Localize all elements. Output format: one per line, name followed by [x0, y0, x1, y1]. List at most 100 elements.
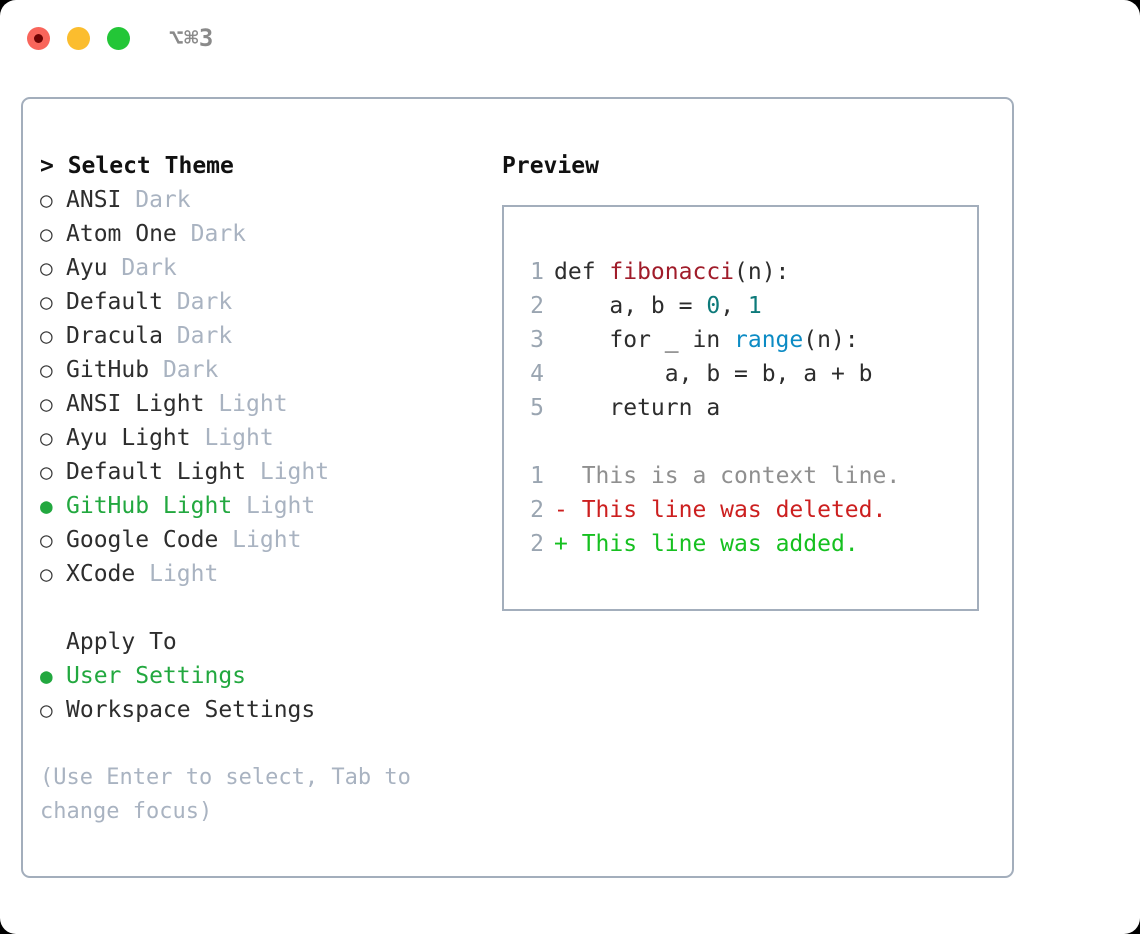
- theme-option-tag: Light: [135, 561, 219, 587]
- radio-unselected-icon: ○: [40, 358, 53, 382]
- radio-unselected-icon: ○: [40, 698, 53, 722]
- radio-unselected-icon: ○: [40, 188, 53, 212]
- title-bar: ⌥⌘3: [0, 0, 1140, 78]
- radio-unselected-icon: ○: [40, 222, 53, 246]
- code-token-num: 1: [747, 293, 762, 319]
- diff-marker: -: [554, 497, 568, 523]
- diff-line-number: 1: [530, 463, 544, 489]
- theme-option-label: ANSI Light: [66, 391, 205, 417]
- theme-option-tag: Dark: [149, 357, 219, 383]
- theme-option-label: Dracula: [66, 323, 163, 349]
- theme-option-ayu-light[interactable]: ○ Ayu Light Light: [40, 421, 480, 455]
- diff-sample: 1 This is a context line.2- This line wa…: [504, 459, 977, 561]
- theme-option-ansi-light[interactable]: ○ ANSI Light Light: [40, 387, 480, 421]
- radio-unselected-icon: ○: [40, 562, 53, 586]
- minimize-window-button[interactable]: [67, 27, 90, 50]
- diff-line-number: 2: [530, 531, 544, 557]
- radio-unselected-icon: ○: [40, 392, 53, 416]
- theme-option-label: GitHub: [66, 357, 150, 383]
- diff-line-number: 2: [530, 497, 544, 523]
- theme-option-default[interactable]: ○Default Dark: [40, 285, 480, 319]
- apply-to-group: Apply To ● User Settings ○ Workspace Settin…: [40, 625, 480, 727]
- theme-option-list: ○ANSI Dark○Atom One Dark○Ayu Dark○Defaul…: [40, 183, 480, 591]
- code-line-number: 2: [530, 293, 544, 319]
- theme-option-default-light[interactable]: ○ Default Light Light: [40, 455, 480, 489]
- code-diff-spacer: [504, 425, 977, 459]
- theme-option-ayu[interactable]: ○ Ayu Dark: [40, 251, 480, 285]
- apply-to-option-label: User Settings: [66, 663, 247, 689]
- code-token-plain: ,: [720, 293, 748, 319]
- code-token-num: 0: [706, 293, 721, 319]
- theme-option-github-light[interactable]: ● GitHub Light Light: [40, 489, 480, 523]
- radio-selected-icon: ●: [40, 664, 53, 688]
- code-line-number: 1: [530, 259, 544, 285]
- theme-option-tag: Light: [204, 391, 288, 417]
- code-token-plain: a, b = b, a + b: [554, 361, 873, 387]
- diff-line-context: 1 This is a context line.: [504, 459, 977, 493]
- theme-option-label: Default Light: [66, 459, 247, 485]
- theme-option-label: Google Code: [66, 527, 219, 553]
- code-line: 2 a, b = 0, 1: [504, 289, 977, 323]
- theme-option-tag: Dark: [176, 221, 247, 247]
- radio-unselected-icon: ○: [40, 256, 53, 280]
- theme-option-dracula[interactable]: ○ Dracula Dark: [40, 319, 480, 353]
- zoom-window-button[interactable]: [107, 27, 130, 50]
- theme-option-ansi[interactable]: ○ ANSI Dark: [40, 183, 480, 217]
- radio-unselected-icon: ○: [40, 528, 53, 552]
- keyboard-shortcut-label: ⌥⌘3: [169, 24, 214, 52]
- code-token-plain: return a: [554, 395, 721, 421]
- radio-unselected-icon: ○: [40, 426, 53, 450]
- code-line: 4 a, b = b, a + b: [504, 357, 977, 391]
- select-theme-heading: > Select Theme: [40, 153, 234, 179]
- code-line-number: 3: [530, 327, 544, 353]
- code-token-builtin: range: [734, 327, 804, 353]
- code-line: 5 return a: [504, 391, 977, 425]
- theme-option-label: Atom One: [66, 221, 177, 247]
- diff-marker: +: [554, 531, 568, 557]
- preview-heading: Preview: [502, 153, 599, 179]
- theme-option-tag: Dark: [162, 323, 233, 349]
- theme-option-github[interactable]: ○ GitHub Dark: [40, 353, 480, 387]
- apply-to-option-user-settings[interactable]: ● User Settings: [40, 659, 480, 693]
- theme-selector-column: > Select Theme ○ANSI Dark○Atom One Dark○…: [40, 149, 480, 829]
- theme-option-xcode[interactable]: ○XCode Light: [40, 557, 480, 591]
- theme-option-tag: Light: [232, 493, 316, 519]
- code-token-plain: a, b =: [554, 293, 707, 319]
- apply-to-option-list: ● User Settings ○ Workspace Settings: [40, 659, 480, 727]
- diff-line-added: 2+ This line was added.: [504, 527, 977, 561]
- apply-to-option-label: Workspace Settings: [66, 697, 316, 723]
- theme-option-label: Ayu: [66, 255, 108, 281]
- close-window-button[interactable]: [27, 27, 50, 50]
- radio-unselected-icon: ○: [40, 460, 53, 484]
- theme-option-tag: Dark: [107, 255, 177, 281]
- code-line: 3 for _ in range(n):: [504, 323, 977, 357]
- theme-option-label: GitHub Light: [66, 493, 233, 519]
- theme-option-atom-one[interactable]: ○ Atom One Dark: [40, 217, 480, 251]
- code-token-plain: def: [554, 259, 610, 285]
- theme-option-tag: Light: [246, 459, 330, 485]
- theme-option-tag: Light: [218, 527, 302, 553]
- code-token-fn: fibonacci: [609, 259, 735, 285]
- theme-option-label: Default: [66, 289, 163, 315]
- code-token-plain: (n):: [734, 259, 790, 285]
- theme-option-label: ANSI: [66, 187, 122, 213]
- apply-to-option-workspace-settings[interactable]: ○ Workspace Settings: [40, 693, 480, 727]
- theme-option-label: Ayu Light: [66, 425, 191, 451]
- keyboard-hint-text: (Use Enter to select, Tab to change focu…: [40, 765, 425, 824]
- theme-option-tag: Light: [190, 425, 274, 451]
- theme-option-google-code[interactable]: ○ Google Code Light: [40, 523, 480, 557]
- apply-to-heading: Apply To: [66, 629, 177, 655]
- radio-selected-icon: ●: [40, 494, 53, 518]
- diff-line-deleted: 2- This line was deleted.: [504, 493, 977, 527]
- code-line-number: 4: [530, 361, 544, 387]
- main-panel: > Select Theme ○ANSI Dark○Atom One Dark○…: [21, 97, 1014, 878]
- theme-option-tag: Dark: [121, 187, 191, 213]
- code-line-number: 5: [530, 395, 544, 421]
- radio-unselected-icon: ○: [40, 324, 53, 348]
- diff-marker: [554, 463, 568, 489]
- code-line: 1 def fibonacci(n):: [504, 255, 977, 289]
